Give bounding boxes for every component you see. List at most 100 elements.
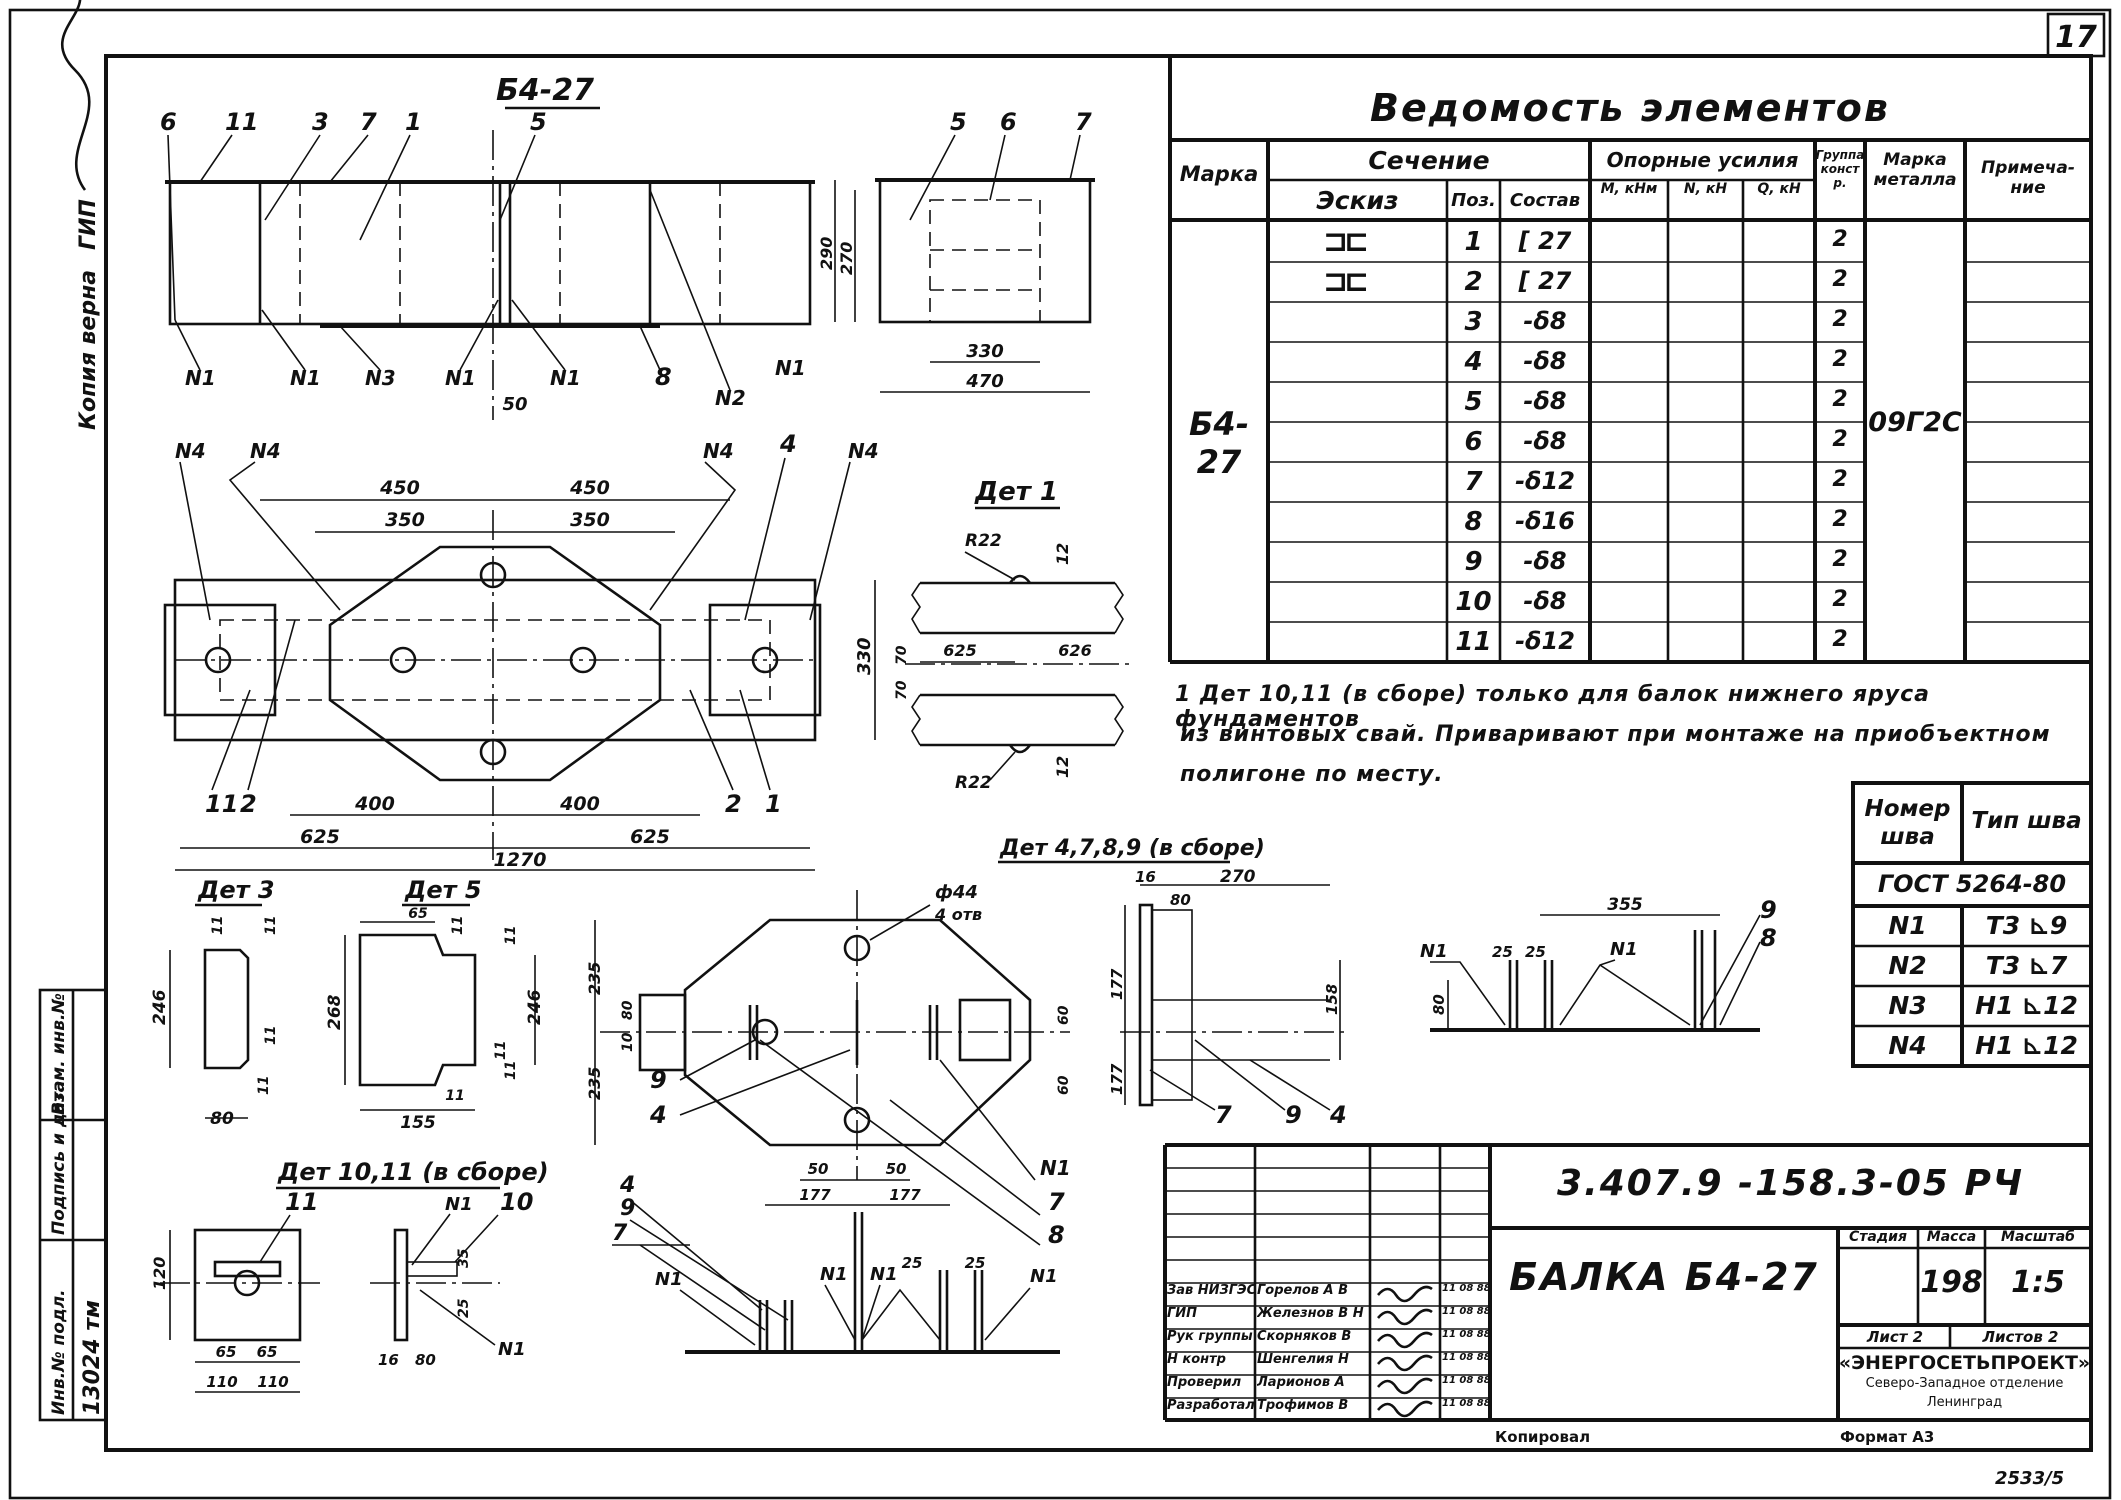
stmt-cell-comp: -δ8 <box>1523 427 1567 455</box>
header-q: Q, кН <box>1757 181 1801 197</box>
mass-value: 198 <box>1920 1265 1983 1300</box>
part-name: БАЛКА Б4-27 <box>1509 1255 1819 1299</box>
stmt-cell-comp: -δ16 <box>1515 507 1575 535</box>
weld-callout: N1 <box>1040 1156 1071 1180</box>
det1-12: 12 <box>1053 543 1072 565</box>
stmt-cell-pos: 9 <box>1464 547 1483 577</box>
callout-9: 9 <box>650 1066 667 1094</box>
weld-callout: N1 <box>1030 1266 1058 1287</box>
header-sketch: Эскиз <box>1316 186 1399 215</box>
stmt-cell-comp: -δ8 <box>1523 347 1567 375</box>
signer-field: Шенгелия Н <box>1257 1352 1349 1367</box>
signature-scribble <box>1377 1285 1433 1303</box>
weld-callout: N4 <box>250 439 281 463</box>
callout-7: 7 <box>360 108 377 136</box>
stmt-cell-group: 2 <box>1832 507 1848 532</box>
sheet-number: 17 <box>2055 20 2097 55</box>
stmt-cell-group: 2 <box>1832 347 1848 372</box>
inner-frame <box>104 54 2093 1452</box>
det1-626: 626 <box>1058 641 1091 660</box>
weld-callout: N1 <box>775 356 806 380</box>
weld-callout: N1 <box>655 1269 683 1290</box>
det1011-title: Дет 10,11 (в сборе) <box>277 1158 549 1186</box>
det5-155: 155 <box>400 1113 436 1133</box>
callout-3: 3 <box>312 108 329 136</box>
stmt-cell-group: 2 <box>1832 227 1848 252</box>
dim-625: 625 <box>630 826 670 848</box>
statement-grid <box>1170 138 2091 664</box>
dim-350: 350 <box>385 509 425 531</box>
note-line-1: 1 Дет 10,11 (в сборе) только для балок н… <box>1175 682 1930 732</box>
det3-title: Дет 3 <box>197 876 275 904</box>
weld-num: N1 <box>1888 911 1927 940</box>
doc-code: 3.407.9 -158.3-05 РЧ <box>1557 1163 2024 1204</box>
replace-label: Взам. инв.№ <box>49 993 69 1115</box>
callout-7: 7 <box>1048 1188 1065 1216</box>
signature-scribble <box>1377 1400 1433 1418</box>
dim-450: 450 <box>569 477 610 499</box>
weld-type: Т3 ⊾7 <box>1985 951 2068 980</box>
weld-callout: N1 <box>550 366 581 390</box>
stmt-cell-comp: -δ8 <box>1523 307 1567 335</box>
stmt-cell-comp: -δ8 <box>1523 547 1567 575</box>
header-forces: Опорные усилия <box>1606 148 1799 172</box>
weld-num: N2 <box>1888 951 1927 980</box>
signature-scribble <box>1377 1354 1433 1372</box>
callout-4: 4 <box>649 1101 667 1129</box>
dim-350: 350 <box>570 509 610 531</box>
weld-num: N3 <box>1888 991 1927 1020</box>
weld-callout: N4 <box>848 439 879 463</box>
weld-num-header: Номер шва <box>1864 796 1951 850</box>
det1-r22: R22 <box>965 531 1002 551</box>
archive-number: 2533/5 <box>1995 1468 2065 1489</box>
mark-value: Б4-27 <box>1189 405 1249 481</box>
org-line3: Ленинград <box>1926 1395 2003 1410</box>
det1-70: 70 <box>894 680 910 700</box>
detail-1011: Дет 10,11 (в сборе) 11 120 65 65 110 110… <box>150 1158 549 1393</box>
steel-value: 09Г2С <box>1868 407 1962 438</box>
det5-246: 246 <box>525 989 545 1025</box>
dim-50: 50 <box>502 394 527 415</box>
header-pos: Поз. <box>1451 190 1496 211</box>
statement-title: Ведомость элементов <box>1370 86 1890 130</box>
det5-11: 11 <box>450 916 466 935</box>
copied-label: Копировал <box>1495 1428 1591 1446</box>
dim-330: 330 <box>966 341 1004 362</box>
det1011-16: 16 <box>378 1351 399 1369</box>
callout-9: 9 <box>620 1196 635 1221</box>
callout-5: 5 <box>950 108 967 136</box>
signature-scribble <box>1377 1308 1433 1326</box>
det1011-110: 110 <box>257 1373 288 1391</box>
dim-270: 270 <box>837 242 856 275</box>
stmt-cell-group: 2 <box>1832 547 1848 572</box>
signer-field: Разработал <box>1167 1398 1255 1413</box>
det4789-177: 177 <box>1108 1063 1126 1095</box>
stmt-cell-comp: -δ12 <box>1515 627 1575 655</box>
det5-11: 11 <box>503 926 519 945</box>
org-line1: «ЭНЕРГОСЕТЬПРОЕКТ» <box>1838 1352 2091 1374</box>
dim-450: 450 <box>379 477 420 499</box>
det1-title: Дет 1 <box>974 477 1058 507</box>
weld-gost: ГОСТ 5264-80 <box>1877 870 2067 898</box>
det4789-80: 80 <box>1170 891 1191 909</box>
det3-80: 80 <box>210 1109 234 1129</box>
det4789-4holes: 4 отв <box>934 905 982 924</box>
det1011-25: 25 <box>456 1298 472 1318</box>
header-note: Примеча-ние <box>1981 158 2075 198</box>
stmt-cell-pos: 4 <box>1464 347 1483 377</box>
stmt-cell-pos: 11 <box>1455 627 1492 657</box>
weld-callout: N3 <box>365 366 396 390</box>
statement-row-lines <box>1268 261 2091 623</box>
bottom-weld-section: 4 9 7 N1 N1 N1 N1 25 25 <box>612 1173 1060 1354</box>
callout-10: 10 <box>500 1188 533 1216</box>
header-group: Группа констр. <box>1815 148 1865 190</box>
det1-r22: R22 <box>955 773 992 793</box>
weld-callout: N1 <box>445 1194 473 1215</box>
signer-field: Н контр <box>1167 1352 1226 1367</box>
wd-25: 25 <box>1492 943 1513 961</box>
stmt-cell-group: 2 <box>1832 627 1848 652</box>
callout-9: 9 <box>1760 896 1777 924</box>
channel-pair-icon: ⊐⊏ <box>1323 264 1369 299</box>
header-steel: Марка металла <box>1873 150 1957 190</box>
